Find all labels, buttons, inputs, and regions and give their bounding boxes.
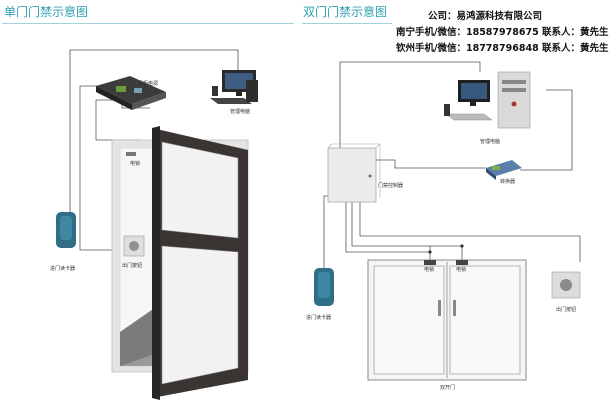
double-button-label: 出门按钮 [556,307,577,313]
double-lock-right-label: 电锁 [456,267,467,273]
double-lock-right-icon [456,260,468,265]
single-button-label: 出门按钮 [122,263,143,269]
double-door-label: 双开门 [440,385,456,391]
single-lock-label: 电锁 [130,161,141,167]
double-card-reader [314,268,334,306]
double-computer-label: 管理电脑 [480,139,501,145]
double-exit-button [551,271,581,299]
double-wiring [323,61,581,270]
single-card-reader [56,212,76,248]
single-computer [210,70,258,104]
double-reader-label: 进门读卡器 [306,315,332,321]
single-computer-label: 管理电脑 [230,109,251,115]
single-lock-icon [126,152,136,156]
double-converter [486,160,522,180]
company-name: 公司：易鸿源科技有限公司 [428,11,543,22]
double-door-frame [367,259,527,381]
qinzhou-contact: 钦州手机/微信：18778796848 联系人：黄先生 [396,43,609,54]
single-title-underline [2,23,294,24]
single-reader-label: 进门读卡器 [50,266,76,272]
double-computer [444,71,531,129]
double-door-title: 双门门禁示意图 [303,5,388,19]
single-controller-label: 机柜电源 [138,81,159,87]
single-controller-board [96,76,166,110]
single-exit-button [123,235,145,257]
single-door-title: 单门门禁示意图 [4,5,89,19]
double-controller-label: 门禁控制器 [378,183,404,189]
nanning-contact: 南宁手机/微信：18587978675 联系人：黄先生 [396,27,609,38]
double-lock-left-icon [424,260,436,265]
double-lock-left-label: 电锁 [424,267,435,273]
double-title-underline [302,23,392,24]
double-converter-label: 转换器 [500,179,516,185]
double-controller-box [327,143,381,203]
single-door-leaf [152,126,248,400]
